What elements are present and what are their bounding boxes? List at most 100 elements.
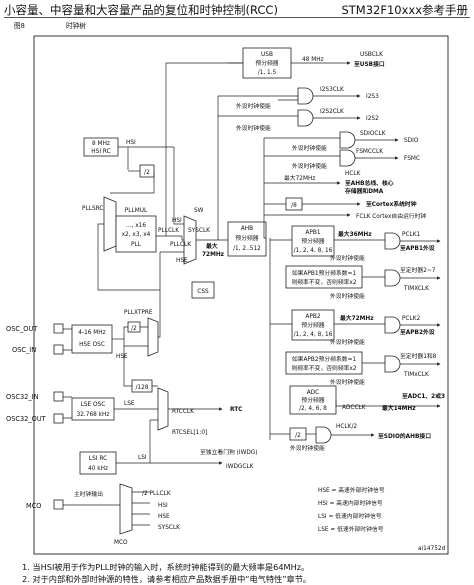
legend-lsi: LSI = 低速内部时钟信号 [318, 512, 382, 520]
pclk1-to: 至APB1外设 [400, 244, 435, 252]
i2s2-label: I2S2 [366, 116, 379, 122]
hsi-rc-label: HSI RC [91, 149, 110, 155]
osc-out-label: OSC_OUT [6, 325, 38, 333]
pllxtpre-div2-label: /2 [131, 326, 137, 332]
usbclk-label: USBCLK [360, 52, 383, 58]
legend-lse: LSE = 低速外部时钟信号 [318, 525, 384, 533]
rtcsel-mux [157, 387, 169, 431]
sdio-ahb-gate [315, 426, 332, 444]
sw-label: SW [194, 208, 204, 214]
hse-osc-label: HSE OSC [79, 342, 105, 348]
usb-prescaler-box [242, 47, 292, 79]
i2s2clk-label: I2S2CLK [320, 109, 344, 115]
ahb-title: AHB [241, 226, 253, 232]
i2s3-label: I2S3 [366, 94, 379, 100]
ahb-prescaler-box [227, 221, 267, 257]
pllclk-signal: PLLCLK [158, 228, 179, 234]
osc32-out-label: OSC32_OUT [6, 415, 47, 423]
hclk-label: HCLK [345, 171, 361, 177]
pllmul-x16: ..., x16 [126, 223, 146, 229]
hsi-rc-freq: 8 MHz [92, 141, 110, 147]
lse-osc-label: LSE OSC [81, 402, 106, 408]
pclk1-gate [384, 232, 401, 250]
cortex-to: 至Cortex系统时钟 [366, 200, 417, 208]
lse-osc-freq: 32.768 kHz [77, 412, 110, 418]
figure-code: ai14752d [418, 546, 446, 552]
timxclk-label: TIMXCLK [403, 286, 429, 292]
header-right: STM32F10xxx参考手册 [341, 3, 468, 17]
div2-sdio-label: /2 [295, 433, 301, 439]
pclk1-label: PCLK1 [402, 232, 421, 238]
figure-number: 图8 [14, 22, 25, 30]
osc32-in-pin [53, 391, 64, 402]
adc-ratio: /2, 4, 6, 8 [299, 406, 327, 412]
pllmul-pll: PLL [131, 242, 142, 248]
apb2-mult-1: 如果APB2预分频系数=1 [292, 355, 357, 363]
max14-label: 最大14MHz [382, 404, 416, 412]
iwdg-to: 至独立看门狗 (IWDG) [200, 448, 258, 456]
adc-to: 至ADC1、2或3 [402, 392, 445, 400]
timer-2-7: 至定时器2~7 [400, 266, 436, 274]
osc32-in-label: OSC32_IN [6, 393, 39, 401]
sw-mux [183, 215, 197, 265]
pllmul-box [115, 215, 157, 253]
apb2-mult-2: 则频率不变，否则频率x2 [291, 364, 356, 372]
fsmc-label: FSMC [404, 156, 420, 162]
periph-en-i2s3: 外设时钟使能 [236, 102, 271, 110]
figure-title: 时钟树 [66, 21, 86, 30]
mco-hsi: HSI [158, 503, 168, 509]
note-2: 2. 对于内部和外部时钟源的特性，请参考相应产品数据手册中“电气特性”章节。 [22, 574, 312, 584]
sdioclk-label: SDIOCLK [360, 131, 386, 137]
max36-label: 最大36MHz [338, 230, 372, 238]
pllsrc-mux [103, 196, 117, 252]
div8-label: /8 [291, 203, 297, 209]
fsmc-gate [339, 149, 356, 167]
lsi-signal: LSI [138, 455, 147, 461]
apb2-label: 预分频器 [301, 321, 324, 329]
periph-en-tim2: 外设时钟使能 [330, 378, 365, 386]
pllxtpre-label: PLLXTPRE [124, 310, 153, 316]
sysclk-max-2: 72MHz [202, 252, 225, 258]
hsi-signal: HSI [126, 140, 136, 146]
sdio-gate [339, 131, 356, 149]
pllxtpre-mux [147, 317, 159, 357]
ahb-label: 预分频器 [235, 234, 258, 242]
periph-en-i2s2: 外设时钟使能 [236, 124, 271, 132]
css-box [191, 281, 215, 299]
periph-en-sdio: 外设时钟使能 [292, 144, 327, 152]
usb-ratio: /1, 1.5 [258, 70, 277, 76]
legend-hsi: HSI = 高速内部时钟信号 [318, 499, 383, 507]
fsmcclk-label: FSMCCLK [356, 149, 383, 155]
lse-signal: LSE [124, 401, 135, 407]
rtc-label: RTC [230, 407, 242, 413]
mco-mux-label: MCO [114, 540, 128, 546]
osc-in-label: OSC_IN [12, 346, 36, 354]
max72-label: 最大72MHz [284, 174, 315, 182]
apb2-prescaler-box [291, 309, 335, 341]
i2s2-gate [297, 109, 314, 127]
mco-pin [53, 499, 64, 510]
header-rule [4, 17, 470, 18]
hse-osc-box [71, 324, 113, 354]
sdio-ahb-to: 至SDIO的AHB接口 [378, 432, 431, 440]
mco-mux [119, 483, 133, 535]
sysclk-label: SYSCLK [188, 228, 210, 234]
i2s3-gate [297, 87, 314, 105]
apb1-label: 预分频器 [301, 237, 324, 245]
apb1-ratio: /1, 2, 4, 8, 16 [294, 248, 333, 254]
header-left: 小容量、中容量和大容量产品的复位和时钟控制(RCC) [4, 3, 278, 17]
adc-label: 预分频器 [301, 396, 324, 404]
apb1-mult-1: 如果APB1预分频系数=1 [292, 269, 357, 277]
mco-main-label: 主时钟输出 [74, 490, 103, 498]
periph-en-sdio-ahb: 外设时钟使能 [290, 444, 325, 452]
mco-hse: HSE [158, 514, 170, 520]
sw-hsi: HSI [172, 218, 182, 224]
pllmul-x2: x2, x3, x4 [122, 232, 151, 238]
usbclk-to: 至USB接口 [354, 60, 385, 68]
pclk2-to: 至APB2外设 [400, 328, 435, 336]
timxclk2-label: TIMxCLK [403, 372, 429, 378]
adc-title: ADC [307, 390, 319, 396]
diagram-frame [33, 35, 449, 555]
div128-label: /128 [135, 385, 148, 391]
